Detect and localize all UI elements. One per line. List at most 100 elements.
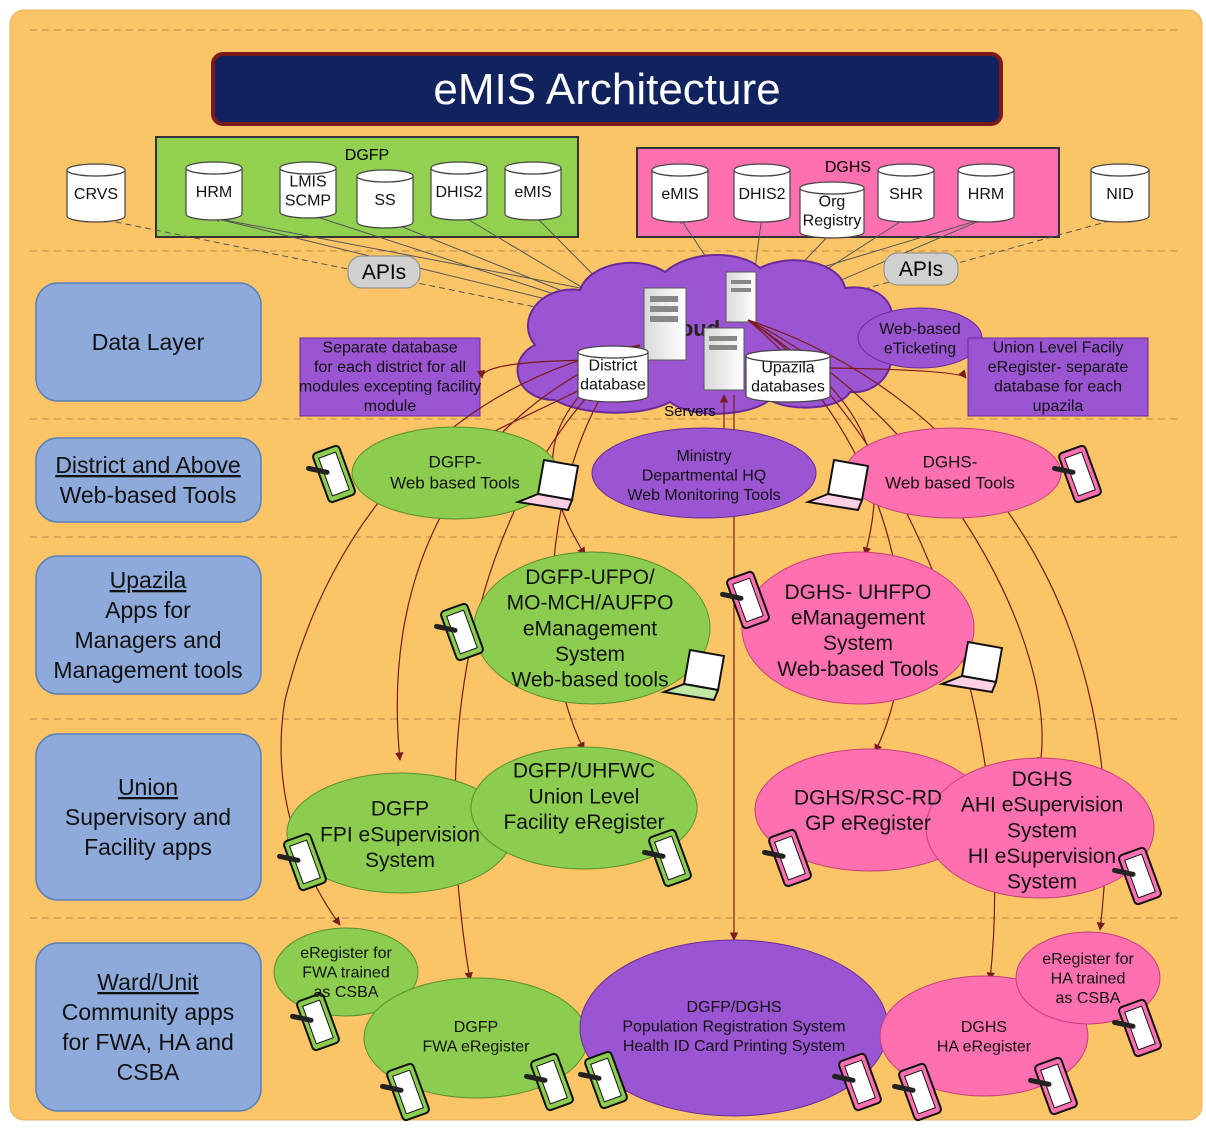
eticketing-ellipse — [857, 307, 983, 369]
dghs-system-4: SHR — [877, 163, 935, 223]
api-left-label: APIs — [362, 261, 406, 284]
server-icon — [643, 271, 757, 391]
node-ellipses — [273, 426, 1161, 1117]
api-left: APIs — [347, 255, 421, 289]
layer-box-2 — [35, 437, 262, 523]
ministry-node — [591, 427, 817, 519]
dghs-system-2: DHIS2 — [733, 163, 791, 223]
api-right: APIs — [883, 252, 959, 286]
tablet-icon-1 — [306, 444, 356, 504]
dghs-system-4-label: SHR — [889, 186, 923, 203]
dgfp-system-1-label: HRM — [196, 184, 232, 201]
tablet-icon-13 — [832, 1052, 882, 1112]
layer-box-3 — [35, 555, 262, 695]
device-icons — [277, 444, 1162, 1122]
dghs-system-5-label: HRM — [968, 186, 1004, 203]
servers-label: Servers — [664, 403, 716, 420]
district-note-box — [299, 337, 481, 417]
layer-box-4 — [35, 733, 262, 901]
tablet-icon-16 — [1112, 998, 1162, 1058]
tablet-icon-10 — [380, 1062, 430, 1122]
layer-box-1 — [35, 282, 262, 402]
tablet-icon-6 — [642, 828, 692, 888]
dghs-system-1-label: eMIS — [661, 186, 698, 203]
ha-csba-node — [1015, 931, 1161, 1025]
layer-box-5 — [35, 942, 262, 1112]
dgfp-system-4: DHIS2 — [430, 161, 488, 221]
dgfp-group-label: DGFP — [345, 147, 389, 164]
dghs-uhfpo-node — [741, 551, 975, 705]
title-bar — [211, 52, 1003, 126]
crvs-db-label: CRVS — [74, 186, 118, 203]
tablet-icon-5 — [277, 832, 327, 892]
nid-db-label: NID — [1106, 186, 1134, 203]
tablet-icon-9 — [290, 992, 340, 1052]
tablet-icon-8 — [1112, 846, 1162, 906]
layer-label-1: Data Layer — [92, 329, 205, 355]
node-dgfp-web-label: DGFP-Web based Tools — [390, 453, 520, 493]
tablet-icon-11 — [524, 1052, 574, 1112]
dghs-system-1: eMIS — [651, 163, 709, 223]
laptop-icon-3 — [660, 648, 726, 702]
dgfp-system-1: HRM — [185, 161, 243, 221]
fwa-csba-node — [273, 927, 419, 1017]
dghs-system-5: HRM — [957, 163, 1015, 223]
tablet-icon-14 — [892, 1062, 942, 1122]
tablet-icon-4 — [720, 570, 770, 630]
dgfp-system-4-label: DHIS2 — [435, 184, 482, 201]
nid-db: NID — [1090, 163, 1150, 223]
laptop-icon-4 — [938, 640, 1004, 694]
node-dghs-web-label: DGHS-Web based Tools — [885, 453, 1015, 493]
tablet-icon-15 — [1028, 1056, 1078, 1116]
dghs-ahi-node — [925, 757, 1155, 899]
crvs-db: CRVS — [66, 163, 126, 223]
dghs-group-label: DGHS — [825, 159, 871, 176]
dgfp-system-3: SS — [356, 169, 414, 229]
dghs-system-2-label: DHIS2 — [738, 186, 785, 203]
dgfp-system-5-label: eMIS — [514, 184, 551, 201]
tablet-icon-7 — [762, 828, 812, 888]
dgfp-system-5: eMIS — [504, 161, 562, 221]
tablet-icon-2 — [1052, 444, 1102, 504]
layer-boxes — [35, 282, 262, 1112]
dgfp-system-3-label: SS — [374, 192, 395, 209]
api-right-label: APIs — [899, 258, 943, 281]
api-link-crvs — [95, 216, 601, 321]
tablet-icon-3 — [434, 602, 484, 662]
union-note-box — [967, 337, 1149, 417]
dgfp-uhfwc-node — [470, 746, 698, 870]
tablet-icon-12 — [578, 1050, 628, 1110]
laptop-icon-1 — [514, 458, 580, 512]
